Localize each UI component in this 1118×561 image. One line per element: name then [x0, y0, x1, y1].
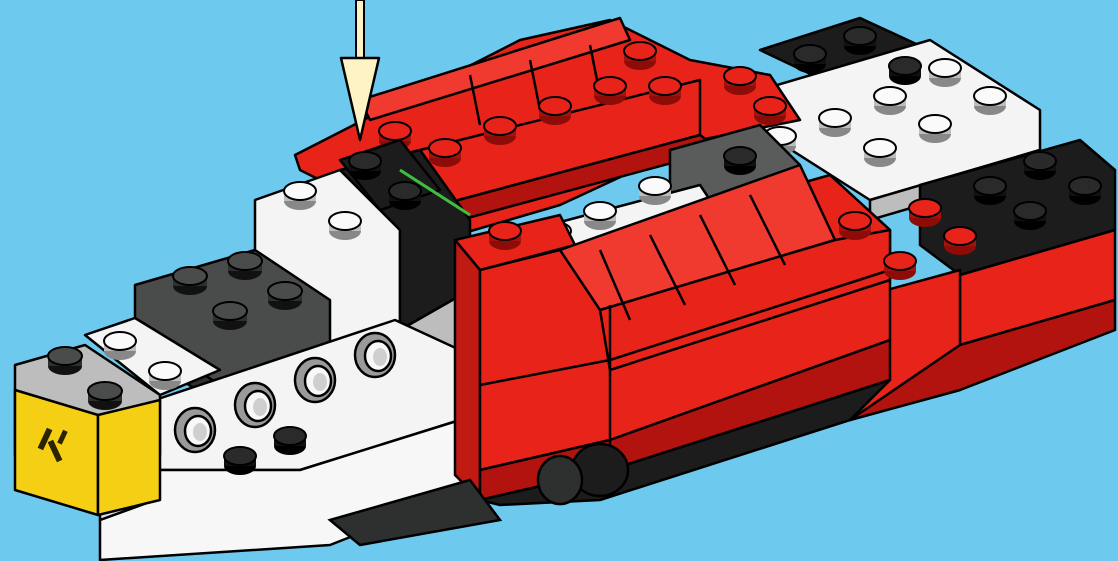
- lego-model-illustration: [0, 0, 1118, 561]
